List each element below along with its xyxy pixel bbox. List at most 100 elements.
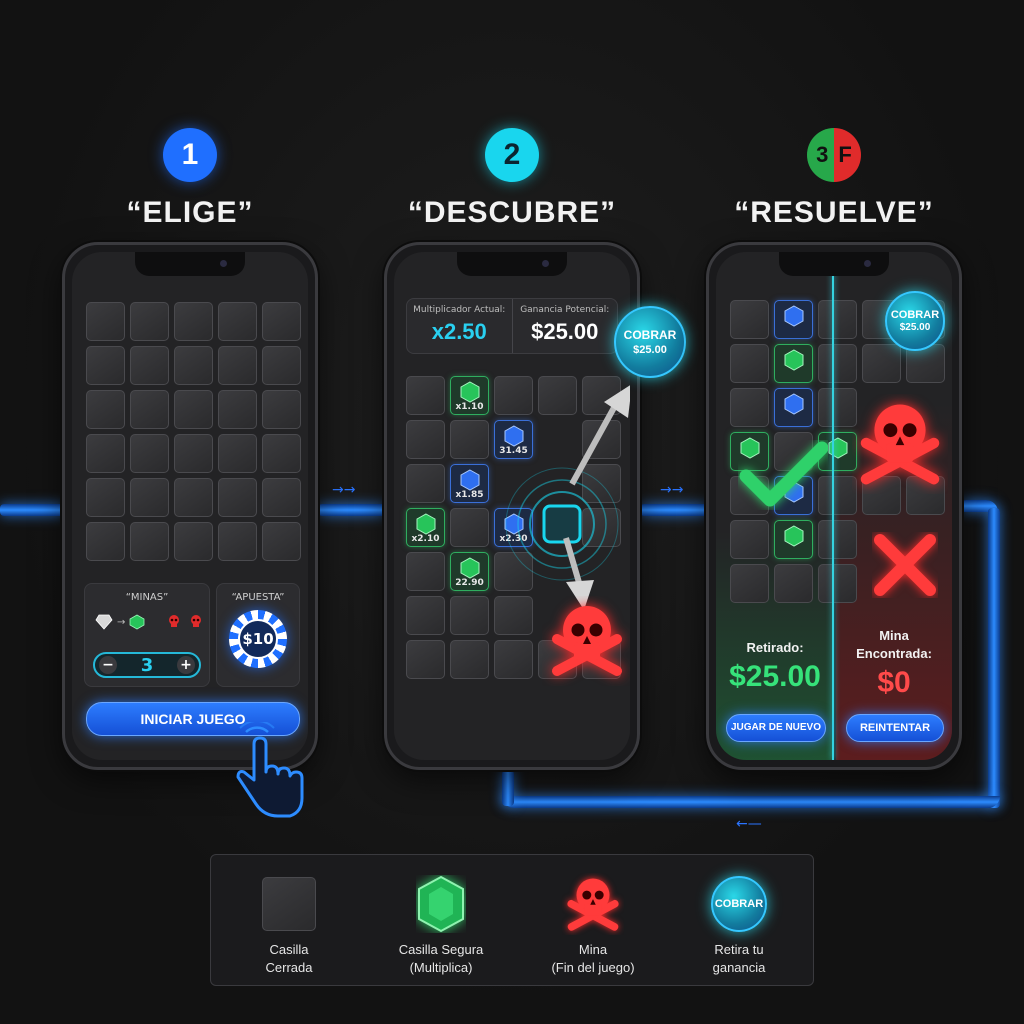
closed-tile[interactable] (218, 390, 257, 429)
safe-tile-blue[interactable] (774, 388, 813, 427)
closed-tile[interactable] (174, 522, 213, 561)
closed-tile[interactable] (262, 434, 301, 473)
tile-multiplier: 31.45 (499, 446, 528, 456)
closed-tile[interactable] (582, 464, 621, 503)
step-3-badge: 3 F (807, 128, 861, 182)
legend-cashout: COBRAR Retira tu ganancia (669, 873, 809, 977)
closed-tile[interactable] (218, 522, 257, 561)
cross-icon (874, 534, 936, 596)
closed-tile[interactable] (86, 346, 125, 385)
closed-tile[interactable] (86, 478, 125, 517)
closed-tile[interactable] (818, 564, 857, 603)
closed-tile[interactable] (818, 344, 857, 383)
tile-multiplier: x2.30 (499, 534, 528, 544)
closed-tile[interactable] (818, 388, 857, 427)
closed-tile[interactable] (494, 596, 533, 635)
closed-tile[interactable] (130, 302, 169, 341)
closed-tile[interactable] (450, 596, 489, 635)
plus-button[interactable]: + (177, 656, 195, 674)
closed-tile[interactable] (906, 476, 945, 515)
cashout-value: $25.00 (899, 322, 931, 333)
safe-tile-green[interactable] (774, 520, 813, 559)
closed-tile[interactable] (86, 390, 125, 429)
closed-tile[interactable] (494, 552, 533, 591)
safe-tile-blue[interactable]: 31.45 (494, 420, 533, 459)
safe-tile-green[interactable]: 22.90 (450, 552, 489, 591)
safe-tile-blue[interactable]: x2.30 (494, 508, 533, 547)
closed-tile[interactable] (218, 478, 257, 517)
arrow-down-icon (563, 537, 594, 610)
check-icon (739, 441, 828, 507)
closed-tile[interactable] (538, 376, 577, 415)
closed-tile[interactable] (130, 522, 169, 561)
closed-tile[interactable] (862, 344, 901, 383)
closed-tile[interactable] (174, 302, 213, 341)
safe-tile-green[interactable]: x1.10 (450, 376, 489, 415)
closed-tile[interactable] (406, 640, 445, 679)
closed-tile[interactable] (174, 390, 213, 429)
closed-tile[interactable] (262, 346, 301, 385)
closed-tile[interactable] (130, 434, 169, 473)
pipe-2-3 (640, 504, 708, 516)
phone-2-screen: Multiplicador Actual: x2.50 Ganancia Pot… (394, 252, 630, 760)
closed-tile[interactable] (262, 478, 301, 517)
phone-elige: “MINAS” → − 3 + “APUESTA” $10 INICIAR JU… (62, 242, 318, 770)
cashout-button[interactable]: COBRAR $25.00 (885, 291, 945, 351)
legend-text-line-2: (Fin del juego) (551, 960, 635, 975)
closed-tile[interactable] (494, 376, 533, 415)
closed-tile[interactable] (406, 596, 445, 635)
closed-tile[interactable] (406, 420, 445, 459)
bet-chip[interactable]: $10 (229, 610, 287, 668)
safe-tile-blue[interactable] (774, 300, 813, 339)
closed-tile[interactable] (262, 302, 301, 341)
legend-text-line-1: Retira tu (714, 942, 764, 957)
closed-tile[interactable] (818, 520, 857, 559)
closed-tile[interactable] (730, 388, 769, 427)
closed-tile[interactable] (494, 640, 533, 679)
closed-tile[interactable] (730, 520, 769, 559)
closed-tile[interactable] (174, 434, 213, 473)
start-game-button[interactable]: INICIAR JUEGO (86, 702, 300, 736)
closed-tile[interactable] (262, 390, 301, 429)
closed-tile[interactable] (774, 564, 813, 603)
cashout-button[interactable]: COBRAR $25.00 (614, 306, 686, 378)
closed-tile[interactable] (406, 464, 445, 503)
closed-tile[interactable] (406, 376, 445, 415)
safe-tile-green[interactable] (730, 432, 769, 471)
safe-tile-green[interactable] (774, 344, 813, 383)
step-1-title: “ELIGE” (126, 196, 254, 229)
closed-tile[interactable] (86, 302, 125, 341)
closed-tile[interactable] (174, 478, 213, 517)
closed-tile[interactable] (818, 300, 857, 339)
minus-button[interactable]: − (99, 656, 117, 674)
closed-tile[interactable] (86, 522, 125, 561)
closed-tile[interactable] (406, 552, 445, 591)
closed-tile[interactable] (730, 344, 769, 383)
play-again-button[interactable]: JUGAR DE NUEVO (726, 714, 826, 742)
safe-tile-blue[interactable]: x1.85 (450, 464, 489, 503)
closed-tile[interactable] (730, 564, 769, 603)
safe-tile-green[interactable]: x2.10 (406, 508, 445, 547)
step-1-badge: 1 (163, 128, 217, 182)
mines-stepper[interactable]: − 3 + (93, 652, 201, 678)
closed-tile[interactable] (218, 302, 257, 341)
retry-button[interactable]: REINTENTAR (846, 714, 944, 742)
potential-value: $25.00 (531, 319, 599, 344)
closed-tile[interactable] (174, 346, 213, 385)
closed-tile[interactable] (218, 434, 257, 473)
pipe-1-2 (318, 504, 386, 516)
withdrawn-value: $25.00 (729, 660, 821, 693)
closed-tile[interactable] (450, 508, 489, 547)
closed-tile[interactable] (730, 300, 769, 339)
closed-tile[interactable] (130, 346, 169, 385)
closed-tile[interactable] (262, 522, 301, 561)
bet-panel: “APUESTA” $10 (216, 583, 300, 687)
closed-tile[interactable] (450, 420, 489, 459)
green-gem-icon (129, 614, 145, 630)
closed-tile[interactable] (450, 640, 489, 679)
closed-tile[interactable] (86, 434, 125, 473)
closed-tile[interactable] (130, 478, 169, 517)
closed-tile[interactable] (218, 346, 257, 385)
closed-tile[interactable] (130, 390, 169, 429)
closed-tile[interactable] (818, 476, 857, 515)
